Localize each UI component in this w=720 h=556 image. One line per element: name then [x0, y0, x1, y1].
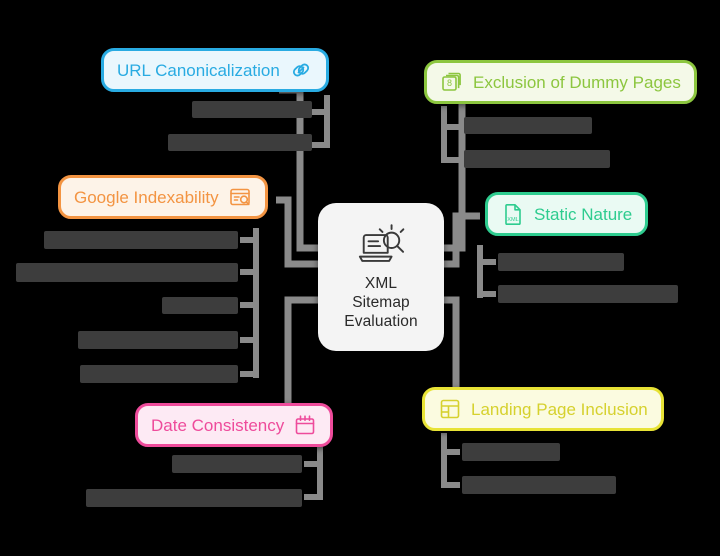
- subitem-redacted: [86, 489, 302, 507]
- xml-file-icon: XML: [505, 204, 521, 225]
- subitem-redacted: [44, 231, 238, 249]
- center-title-line-3: Evaluation: [344, 312, 418, 330]
- branch-static-nature[interactable]: XML Static Nature: [485, 192, 649, 236]
- stacked-pages-8-icon: 8: [442, 72, 461, 91]
- subitem-redacted: [78, 331, 238, 349]
- subitem-redacted: [462, 476, 616, 494]
- layout-grid-icon: [440, 399, 460, 419]
- branch-url-canonicalization[interactable]: URL Canonicalization: [101, 48, 329, 92]
- subitem-redacted: [16, 263, 238, 282]
- subitem-redacted: [80, 365, 238, 383]
- svg-text:8: 8: [447, 78, 452, 88]
- center-title: XML Sitemap Evaluation: [344, 274, 417, 331]
- branch-label: Landing Page Inclusion: [471, 399, 648, 419]
- center-title-line-1: XML: [364, 274, 398, 292]
- svg-text:XML: XML: [507, 217, 519, 223]
- subitem-redacted: [498, 285, 678, 303]
- branch-google-indexability[interactable]: Google Indexability: [58, 175, 268, 219]
- subitem-redacted: [168, 134, 312, 151]
- link-icon: [292, 63, 309, 77]
- center-title-line-2: Sitemap: [352, 293, 410, 311]
- laptop-search-icon: [358, 223, 405, 262]
- subitem-redacted: [462, 443, 560, 461]
- branch-label: Static Nature: [534, 204, 633, 224]
- subitem-redacted: [464, 117, 592, 134]
- browser-search-icon: [229, 188, 250, 206]
- subitem-redacted: [192, 101, 312, 118]
- center-node[interactable]: XML Sitemap Evaluation: [318, 203, 444, 351]
- subitem-redacted: [172, 455, 302, 473]
- branch-landing-page-inclusion[interactable]: Landing Page Inclusion: [422, 387, 664, 431]
- branch-exclusion-of-dummy-pages[interactable]: 8 Exclusion of Dummy Pages: [424, 60, 697, 104]
- subitem-redacted: [464, 150, 610, 168]
- calendar-icon: [295, 415, 315, 435]
- branch-label: Date Consistency: [151, 415, 285, 435]
- branch-label: URL Canonicalization: [117, 60, 280, 80]
- branch-label: Google Indexability: [74, 187, 219, 207]
- branch-label: Exclusion of Dummy Pages: [473, 72, 681, 92]
- subitem-redacted: [498, 253, 624, 271]
- branch-date-consistency[interactable]: Date Consistency: [135, 403, 334, 447]
- subitem-redacted: [162, 297, 238, 314]
